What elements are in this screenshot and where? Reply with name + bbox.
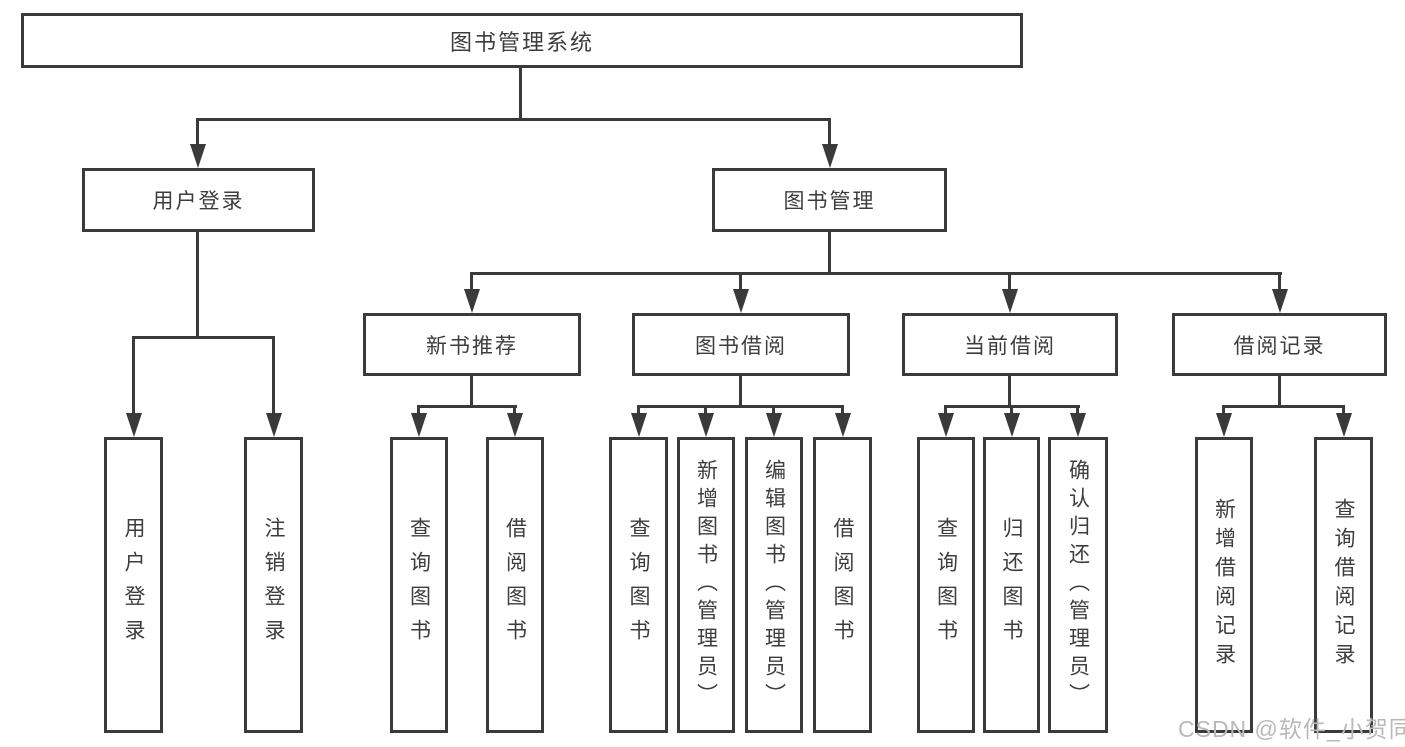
connector-line (470, 272, 473, 292)
connector-line (519, 68, 522, 118)
connector-line (417, 405, 517, 408)
node-book-management: 图书管理 (712, 168, 947, 232)
connector-line (470, 376, 473, 405)
arrowhead-down-icon (835, 413, 851, 437)
arrowhead-down-icon (822, 144, 838, 168)
arrowhead-down-icon (1002, 289, 1018, 313)
arrowhead-down-icon (938, 413, 954, 437)
node-root-system: 图书管理系统 (21, 13, 1023, 68)
connector-line (1008, 272, 1011, 292)
connector-line (470, 272, 1282, 275)
arrowhead-down-icon (266, 413, 282, 437)
connector-line (637, 405, 844, 408)
leaf-query-books-borrow-label: 查询图书 (627, 517, 651, 653)
leaf-logout: 注销登录 (244, 437, 303, 733)
connector-line (841, 405, 844, 417)
leaf-query-books-borrow: 查询图书 (609, 437, 668, 733)
arrowhead-down-icon (464, 289, 480, 313)
node-borrow-records: 借阅记录 (1172, 313, 1387, 376)
connector-line (739, 376, 742, 405)
leaf-borrow-books: 借阅图书 (813, 437, 872, 733)
connector-line (1010, 405, 1013, 417)
arrowhead-down-icon (1216, 413, 1232, 437)
leaf-query-books-recommend: 查询图书 (390, 437, 448, 733)
arrowhead-down-icon (766, 413, 782, 437)
leaf-confirm-return-admin-label: 确认归还（管理员） (1066, 459, 1090, 711)
leaf-edit-book-admin: 编辑图书（管理员） (745, 437, 803, 733)
leaf-confirm-return-admin: 确认归还（管理员） (1048, 437, 1108, 733)
connector-line (132, 336, 135, 416)
connector-line (196, 232, 199, 336)
connector-line (196, 118, 831, 121)
node-book-borrow: 图书借阅 (632, 313, 850, 376)
leaf-user-login-label: 用户登录 (122, 517, 146, 653)
leaf-return-books-label: 归还图书 (1000, 517, 1024, 653)
leaf-borrow-books-recommend: 借阅图书 (486, 437, 544, 733)
connector-line (272, 336, 275, 416)
leaf-edit-book-admin-label: 编辑图书（管理员） (762, 459, 786, 711)
arrowhead-down-icon (1272, 289, 1288, 313)
connector-line (637, 405, 640, 417)
leaf-query-books-recommend-label: 查询图书 (407, 517, 431, 653)
arrowhead-down-icon (190, 144, 206, 168)
arrowhead-down-icon (411, 413, 427, 437)
leaf-query-books-current-label: 查询图书 (934, 517, 958, 653)
connector-line (132, 336, 275, 339)
node-user-login: 用户登录 (82, 168, 315, 232)
node-new-book-recommend: 新书推荐 (363, 313, 581, 376)
connector-line (1222, 405, 1225, 417)
leaf-add-borrow-record: 新增借阅记录 (1195, 437, 1253, 733)
leaf-add-book-admin-label: 新增图书（管理员） (694, 459, 718, 711)
leaf-query-books-current: 查询图书 (917, 437, 975, 733)
arrowhead-down-icon (507, 413, 523, 437)
connector-line (1076, 405, 1079, 417)
connector-line (1008, 376, 1011, 405)
node-current-borrow: 当前借阅 (902, 313, 1118, 376)
connector-line (417, 405, 420, 417)
leaf-user-login: 用户登录 (104, 437, 163, 733)
leaf-add-borrow-record-label: 新增借阅记录 (1212, 498, 1236, 672)
connector-line (513, 405, 516, 417)
arrowhead-down-icon (126, 413, 142, 437)
watermark: CSDN @软件_小贺同学 (1178, 716, 1405, 742)
leaf-borrow-books-label: 借阅图书 (831, 517, 855, 653)
arrowhead-down-icon (733, 289, 749, 313)
connector-line (704, 405, 707, 417)
leaf-borrow-books-recommend-label: 借阅图书 (503, 517, 527, 653)
connector-line (828, 232, 831, 272)
arrowhead-down-icon (1004, 413, 1020, 437)
connector-line (1342, 405, 1345, 417)
connector-line (772, 405, 775, 417)
leaf-query-borrow-record-label: 查询借阅记录 (1332, 498, 1356, 672)
arrowhead-down-icon (631, 413, 647, 437)
leaf-query-borrow-record: 查询借阅记录 (1314, 437, 1373, 733)
connector-line (1278, 272, 1281, 292)
arrowhead-down-icon (698, 413, 714, 437)
connector-line (1278, 376, 1281, 405)
connector-line (828, 118, 831, 148)
arrowhead-down-icon (1070, 413, 1086, 437)
leaf-return-books: 归还图书 (983, 437, 1040, 733)
connector-line (944, 405, 947, 417)
arrowhead-down-icon (1336, 413, 1352, 437)
connector-line (1222, 405, 1345, 408)
connector-line (196, 118, 199, 148)
leaf-add-book-admin: 新增图书（管理员） (677, 437, 735, 733)
connector-line (739, 272, 742, 292)
leaf-logout-label: 注销登录 (262, 517, 286, 653)
